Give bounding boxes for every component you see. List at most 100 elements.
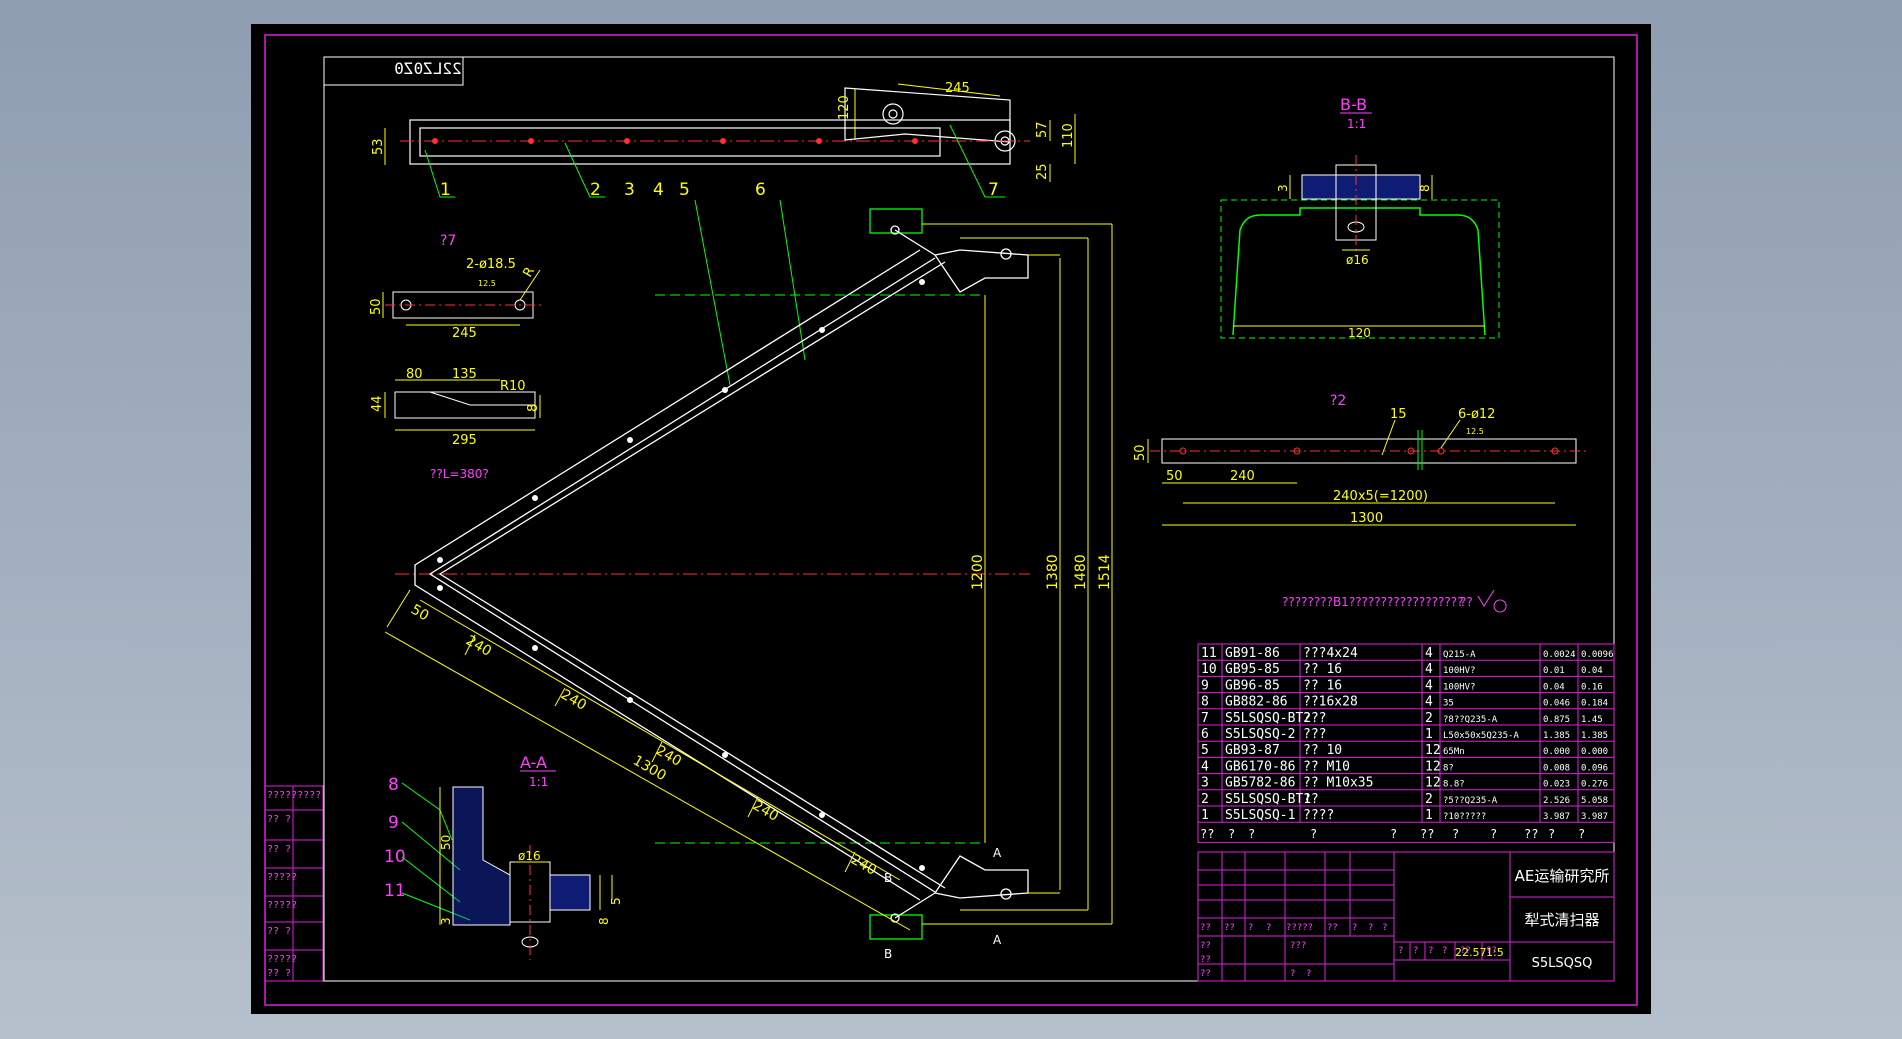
rev-h-9: ? <box>1382 923 1387 933</box>
bom-cell-name: ??? <box>1303 711 1326 726</box>
bom-cell-code: GB93-87 <box>1225 743 1280 758</box>
bom-header-cell: ? <box>1452 827 1459 841</box>
bom-cell-w2: 0.000 <box>1581 747 1608 757</box>
bom-cell-qty: 12 <box>1425 759 1441 774</box>
bom-cell-name: ?? 16 <box>1303 678 1342 693</box>
bom-frame <box>1197 643 1615 843</box>
section-a-s: 8 <box>597 917 611 925</box>
row-c-1: ?? <box>1200 969 1211 979</box>
title-block: ?? ?? ? ? ????? ?? ? ? ? ?? ??? ?? ?? ??… <box>1197 851 1615 982</box>
rev-h-1: ?? <box>1200 923 1211 933</box>
bom-cell-qty: 4 <box>1425 662 1433 677</box>
balloon-4: 4 <box>653 180 664 200</box>
bom-header-cell: ? <box>1390 827 1397 841</box>
bom-cell-name: ?? 10 <box>1303 743 1342 758</box>
bom-cell-qty: 1 <box>1425 808 1433 823</box>
bom-cell-w1: 0.000 <box>1543 747 1570 757</box>
part-2-label: ?2 <box>1330 393 1346 409</box>
side-stamp-1: ????????? <box>267 790 321 801</box>
bom-cell-code: GB5782-86 <box>1225 776 1295 791</box>
section-b-width: 120 <box>1348 326 1371 340</box>
balloon-11: 11 <box>384 881 406 901</box>
section-b-title: B-B <box>1340 95 1367 114</box>
row-b-4: ? <box>1428 946 1433 956</box>
row-b-1: ?? <box>1200 955 1211 965</box>
part-2-holes: 6-ø12 <box>1458 407 1495 422</box>
title-weight: 22.57 <box>1455 946 1487 959</box>
bom-cell-no: 11 <box>1201 646 1217 661</box>
rev-h-7: ? <box>1352 923 1357 933</box>
blank-dim-80: 80 <box>406 367 423 382</box>
balloon-3: 3 <box>624 180 635 200</box>
bom-cell-name: ?? M10x35 <box>1303 776 1373 791</box>
bom-cell-qty: 4 <box>1425 646 1433 661</box>
section-mark-b1: B <box>884 871 892 885</box>
bom-cell-mat: 65Mn <box>1443 747 1465 757</box>
bom-cell-no: 4 <box>1201 759 1209 774</box>
bom-cell-w2: 0.184 <box>1581 699 1608 709</box>
bom-cell-w1: 0.04 <box>1543 682 1565 692</box>
bom-cell-w1: 0.008 <box>1543 763 1570 773</box>
drawing-sheet <box>251 24 1651 1014</box>
bom-cell-no: 7 <box>1201 711 1209 726</box>
bom-cell-code: GB96-85 <box>1225 678 1280 693</box>
bom-cell-mat: 8.8? <box>1443 780 1465 790</box>
bom-cell-name: ???4x24 <box>1303 646 1358 661</box>
part-7-tol: 12.5 <box>478 279 496 288</box>
blank-dim-295: 295 <box>452 433 477 448</box>
rev-h-4: ? <box>1266 923 1271 933</box>
bom-cell-no: 8 <box>1201 695 1209 710</box>
dim-top-110: 110 <box>1061 123 1076 148</box>
dim-top-245: 245 <box>945 81 970 96</box>
part-2-total: 1300 <box>1350 511 1383 526</box>
section-mark-a2: A <box>993 933 1002 947</box>
bom-cell-w2: 0.16 <box>1581 682 1603 692</box>
title-name: 犁式清扫器 <box>1524 911 1599 929</box>
dim-50: 50 <box>408 602 431 625</box>
section-b-view: B-B 1:1 120 ø16 3 8 <box>1220 95 1500 340</box>
surface-finish-icon <box>1477 589 1507 613</box>
bom-cell-code: S5LSQSQ-BT2 <box>1225 711 1311 726</box>
surface-note: ?? <box>1460 595 1473 609</box>
bom-cell-mat: ?5??Q235-A <box>1443 796 1498 806</box>
part-2-marker: 15 <box>1390 407 1407 422</box>
balloon-9: 9 <box>388 813 399 833</box>
section-a-view: A-A 1:1 ø16 50 3 8 5 <box>439 753 623 960</box>
dim-1480: 1480 <box>1073 554 1089 590</box>
bom-cell-code: S5LSQSQ-BT1 <box>1225 792 1311 807</box>
bom-cell-code: S5LSQSQ-2 <box>1225 727 1295 742</box>
balloon-10: 10 <box>384 847 406 867</box>
bom-cell-mat: L50x50x5Q235-A <box>1443 731 1519 741</box>
section-b-hole: ø16 <box>1346 253 1369 267</box>
bom-cell-mat: Q215-A <box>1443 650 1476 660</box>
bom-cell-no: 2 <box>1201 792 1209 807</box>
bom-cell-w1: 0.875 <box>1543 715 1570 725</box>
bom-cell-name: ???? <box>1303 808 1334 823</box>
bom-cell-qty: 2 <box>1425 792 1433 807</box>
rev-h-2: ?? <box>1224 923 1235 933</box>
bom-cell-qty: 4 <box>1425 678 1433 693</box>
bom-cell-w1: 2.526 <box>1543 796 1570 806</box>
section-mark-a1: A <box>993 846 1002 860</box>
blank-note: ??L=380? <box>430 467 489 481</box>
bom-cell-w2: 3.987 <box>1581 812 1608 822</box>
part-7-w: 245 <box>452 326 477 341</box>
row-c-3: ? <box>1306 969 1311 979</box>
side-stamp-7: ????? <box>267 954 297 965</box>
bom-header-cell: ? <box>1548 827 1555 841</box>
bom-cell-w1: 0.01 <box>1543 666 1565 676</box>
bom-cell-w2: 0.096 <box>1581 763 1608 773</box>
rev-h-6: ?? <box>1327 923 1338 933</box>
bom-header-cell: ? <box>1248 827 1255 841</box>
part-2-h: 50 <box>1133 444 1148 461</box>
bom-header-cell: ? <box>1310 827 1317 841</box>
bom-cell-name: ??? <box>1303 727 1326 742</box>
bom-cell-name: ?? 16 <box>1303 662 1342 677</box>
part-7-holes: 2-ø18.5 <box>466 257 516 272</box>
bom-cell-name: ?? M10 <box>1303 759 1350 774</box>
dim-1380: 1380 <box>1045 554 1061 590</box>
section-b-scale: 1:1 <box>1347 117 1366 131</box>
rev-h-8: ? <box>1368 923 1373 933</box>
bom-cell-w1: 1.385 <box>1543 731 1570 741</box>
